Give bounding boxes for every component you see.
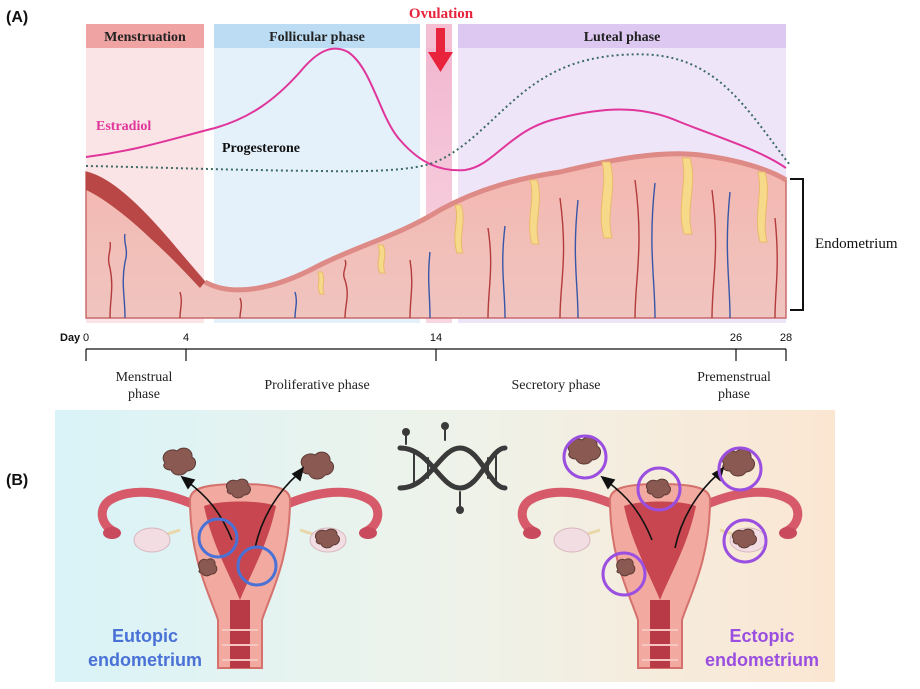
day-axis-label: Day <box>60 332 81 344</box>
day-ticks: 0 4 14 26 28 <box>83 332 792 361</box>
eutopic-label-2: endometrium <box>88 650 202 670</box>
ectopic-circles <box>562 434 768 597</box>
proliferative-phase-label: Proliferative phase <box>264 378 369 393</box>
day-tick-label: 14 <box>430 332 442 344</box>
progesterone-curve <box>85 53 791 173</box>
day-tick-label: 0 <box>83 332 89 344</box>
day-tick-label: 28 <box>780 332 792 344</box>
premenstrual-phase-label-1: Premenstrual <box>697 370 771 385</box>
menstruation-header <box>86 24 204 48</box>
menstrual-phase-label-2: phase <box>128 387 160 402</box>
estradiol-curve <box>85 47 787 172</box>
endometrium-label: Endometrium <box>815 236 898 252</box>
eutopic-label-1: Eutopic <box>112 626 178 646</box>
eutopic-circles <box>197 517 278 587</box>
follicular-header <box>214 24 420 48</box>
endometrium-bracket <box>790 178 804 311</box>
dna-icon <box>397 422 508 514</box>
day-tick-label: 4 <box>183 332 189 344</box>
day-tick-label: 26 <box>730 332 742 344</box>
lesion-icon <box>162 436 758 577</box>
panel-b-label: (B) <box>6 472 28 489</box>
secretory-phase-label: Secretory phase <box>511 378 600 393</box>
endometrium-tissue <box>85 151 788 319</box>
ectopic-label-1: Ectopic <box>729 626 794 646</box>
panel-a-label: (A) <box>6 9 28 26</box>
menstruation-title: Menstruation <box>104 30 186 45</box>
menstrual-phase-label-1: Menstrual <box>116 370 173 385</box>
luteal-header <box>458 24 786 48</box>
luteal-title: Luteal phase <box>584 30 661 45</box>
follicular-title: Follicular phase <box>269 30 365 45</box>
down-arrow-icon <box>428 28 453 72</box>
premenstrual-phase-label-2: phase <box>718 387 750 402</box>
ectopic-label-2: endometrium <box>705 650 819 670</box>
ovulation-title: Ovulation <box>409 6 474 22</box>
estradiol-label: Estradiol <box>96 119 151 134</box>
progesterone-label: Progesterone <box>222 141 300 156</box>
